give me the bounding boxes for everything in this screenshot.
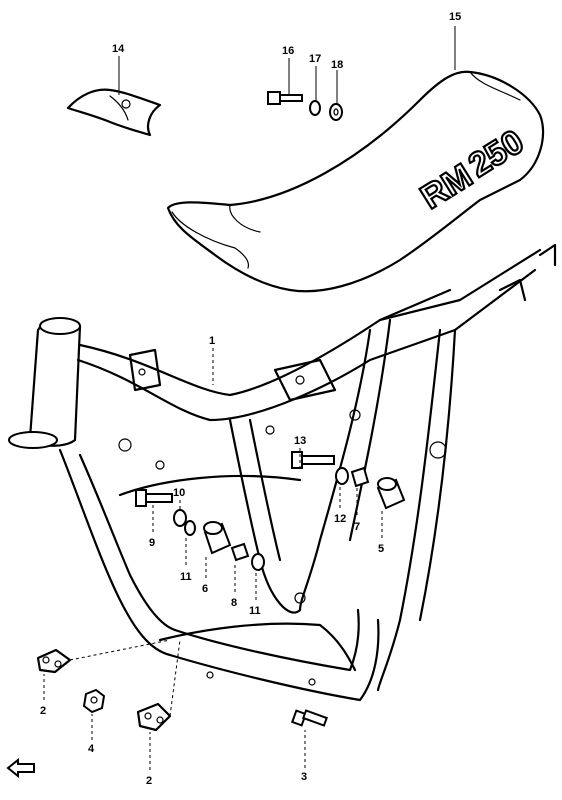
- bushing-part-6: [203, 521, 232, 555]
- callout-11b: 11: [249, 605, 261, 617]
- spacer-part-7: [350, 466, 370, 488]
- callout-12: 12: [334, 513, 346, 525]
- bolt-part-9: [135, 489, 173, 507]
- collar-part-11b: [251, 553, 265, 571]
- callout-17: 17: [309, 53, 321, 65]
- callout-4: 4: [88, 743, 95, 755]
- callout-10: 10: [173, 487, 185, 499]
- callout-6: 6: [202, 583, 208, 595]
- callout-16: 16: [282, 45, 294, 57]
- callout-2b: 2: [146, 775, 152, 787]
- bolt-part-16: [267, 91, 303, 105]
- washer-part-18: [329, 103, 343, 121]
- callout-8: 8: [231, 597, 237, 609]
- callout-7: 7: [354, 521, 360, 533]
- bracket-part-2a: [36, 648, 72, 674]
- nut-part-4: [82, 688, 106, 714]
- callout-3: 3: [301, 771, 307, 783]
- callout-14: 14: [112, 43, 125, 55]
- collar-part-11a: [184, 520, 196, 536]
- callout-11a: 11: [180, 571, 192, 583]
- callout-9: 9: [149, 537, 155, 549]
- front-direction-arrow-icon: [6, 757, 35, 779]
- bushing-part-5: [376, 477, 406, 510]
- leader-lines: [43, 26, 456, 770]
- bolt-part-13: [291, 451, 335, 469]
- callout-13: 13: [294, 435, 306, 447]
- callout-labels: 15 14 16 17 18 1 13 10 9 12 7 5 11 6 8 1…: [40, 11, 461, 787]
- seat-part-15: RM 250: [166, 70, 545, 293]
- callout-1: 1: [209, 335, 215, 347]
- callout-15: 15: [449, 11, 461, 23]
- bolt-part-3: [290, 709, 328, 727]
- collar-part-12: [335, 467, 349, 485]
- bracket-part-2b: [136, 702, 172, 732]
- spacer-part-8: [230, 542, 250, 562]
- frame-part-1: [8, 243, 557, 702]
- callout-2a: 2: [40, 705, 46, 717]
- collar-part-10: [173, 509, 187, 527]
- callout-18: 18: [331, 59, 343, 71]
- callout-5: 5: [378, 543, 384, 555]
- seat-logo-number: 250: [462, 122, 530, 184]
- washer-part-17: [309, 100, 321, 116]
- cover-part-14: [66, 88, 162, 137]
